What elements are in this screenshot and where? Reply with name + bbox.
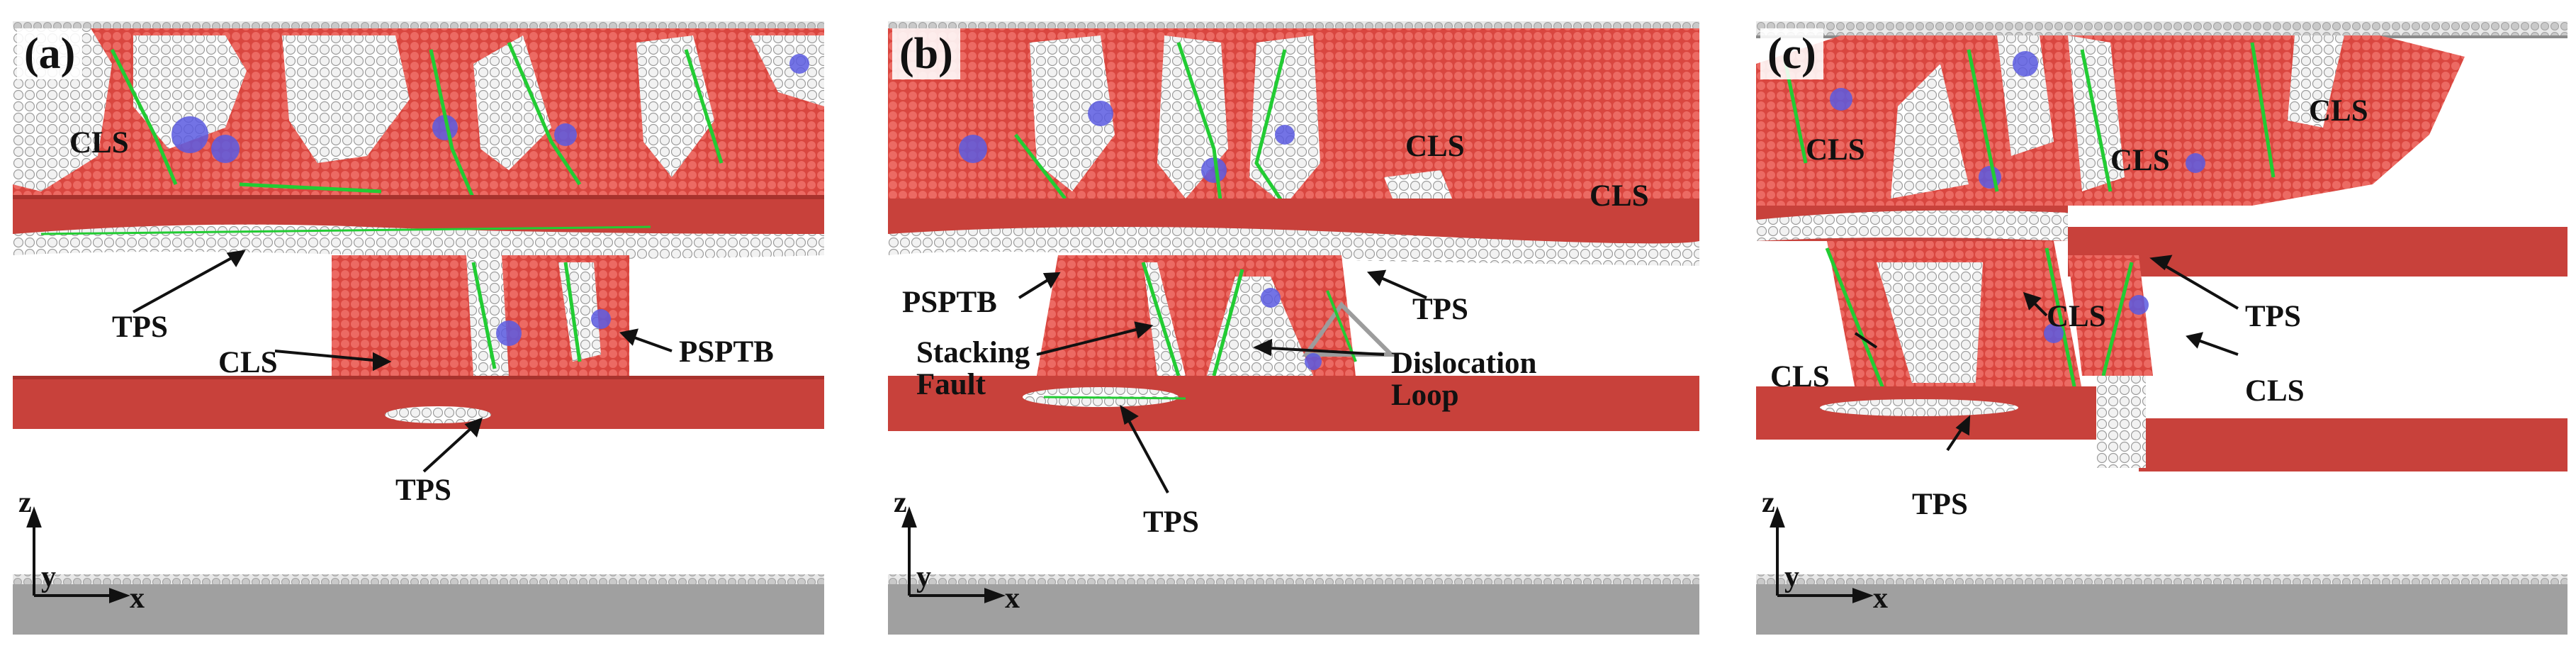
axis-z-label: z bbox=[1762, 486, 1775, 519]
panel-c: (c) CLS CLS CLS CLS TPS CLS CLS TPS z y … bbox=[1756, 21, 2567, 635]
annotation-cls: CLS bbox=[2110, 144, 2170, 177]
axis-x-label: x bbox=[1005, 582, 1020, 615]
panel-label: (c) bbox=[1760, 28, 1823, 80]
annotation-cls: CLS bbox=[69, 126, 129, 160]
annotation-stacking-fault: Stacking Fault bbox=[916, 336, 1030, 402]
annotation-cls: CLS bbox=[1590, 179, 1649, 213]
annotation-cls: CLS bbox=[2047, 300, 2106, 333]
annotation-tps: TPS bbox=[1143, 506, 1199, 539]
annotation-tps: TPS bbox=[2245, 300, 2301, 333]
annotation-cls: CLS bbox=[1806, 133, 1865, 167]
axis-x-label: x bbox=[130, 582, 145, 615]
panel-a: (a) CLS TPS CLS PSPTB TPS z y x bbox=[13, 21, 824, 635]
annotation-tps: TPS bbox=[395, 474, 451, 507]
annotation-psptb: PSPTB bbox=[679, 335, 774, 369]
annotation-cls: CLS bbox=[1405, 130, 1465, 163]
annotation-tps: TPS bbox=[1912, 488, 1968, 521]
axis-z-label: z bbox=[894, 486, 907, 519]
panel-b-render bbox=[888, 21, 1699, 635]
panel-a-render bbox=[13, 21, 824, 635]
annotation-tps: TPS bbox=[112, 311, 168, 344]
panel-label: (b) bbox=[892, 28, 960, 80]
axis-y-label: y bbox=[41, 561, 56, 593]
axis-z-label: z bbox=[18, 486, 32, 519]
panel-label: (a) bbox=[17, 28, 83, 80]
annotation-cls: CLS bbox=[218, 346, 278, 379]
axis-y-label: y bbox=[916, 561, 931, 593]
panel-b: (b) CLS CLS PSPTB TPS Stacking Fault Dis… bbox=[888, 21, 1699, 635]
axis-x-label: x bbox=[1873, 582, 1888, 615]
annotation-psptb: PSPTB bbox=[902, 286, 997, 319]
annotation-dislocation-loop: Dislocation Loop bbox=[1391, 347, 1537, 413]
panel-c-render bbox=[1756, 21, 2567, 635]
axis-y-label: y bbox=[1784, 561, 1799, 593]
annotation-cls: CLS bbox=[1770, 360, 1830, 394]
annotation-cls: CLS bbox=[2245, 374, 2305, 408]
annotation-cls: CLS bbox=[2309, 94, 2368, 128]
annotation-tps: TPS bbox=[1412, 293, 1468, 326]
